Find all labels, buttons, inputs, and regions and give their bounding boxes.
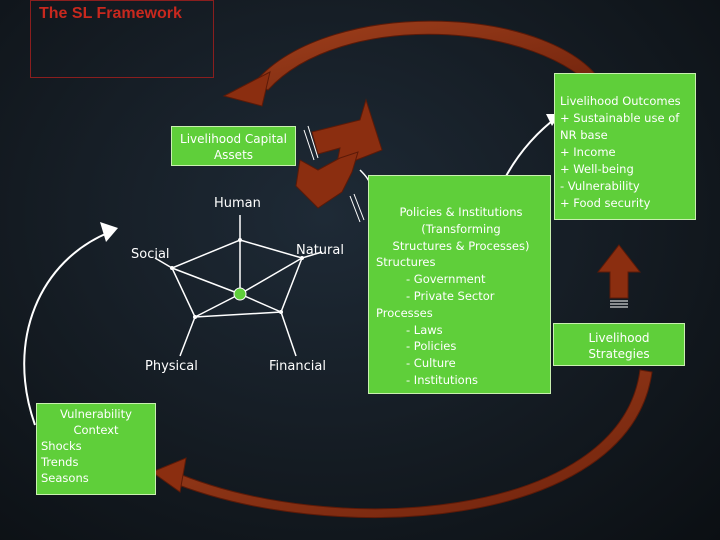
outcomes-line: + Food security [560,196,651,210]
policies-line: Processes [376,305,433,320]
page-title: The SL Framework [39,5,182,22]
policies-line: - Laws [406,322,443,337]
vulnerability-line: Shocks [41,439,82,453]
vulnerability-context-box: Vulnerability Context Shocks Trends Seas… [36,403,156,495]
asset-pentagon [154,215,323,357]
policies-line: Policies & Institutions [399,205,523,219]
policies-line: - Private Sector [406,288,495,303]
vulnerability-line: Trends [41,455,79,469]
policies-line: - Government [406,272,486,287]
policies-line: Structures [376,255,436,270]
title-box [30,0,214,78]
capital-assets-box: Livelihood Capital Assets [171,126,296,166]
livelihood-outcomes-box: Livelihood Outcomes + Sustainable use of… [554,73,696,220]
policies-line: (Transforming [421,221,501,236]
double-arrow-assets-policies [295,98,383,223]
policies-institutions-box: Policies & Institutions (Transforming St… [368,175,551,394]
policies-line: - Policies [406,339,457,354]
policies-line: - Culture [406,356,456,371]
vulnerability-line: Vulnerability [60,407,132,421]
outcomes-line: + Sustainable use of [560,111,680,125]
livelihood-strategies-box: Livelihood Strategies [553,323,685,366]
physical-label: Physical [145,359,198,374]
natural-label: Natural [296,243,344,258]
outcomes-line: + Income [560,145,616,159]
strategies-line: Strategies [588,347,650,361]
up-arrow-strategies-to-outcomes [596,244,642,308]
social-label: Social [131,247,170,262]
outcomes-line: NR base [560,128,608,142]
outcomes-line: + Well-being [560,162,634,176]
assets-box-line: Livelihood Capital [180,132,287,146]
arrow-policies-to-outcomes [504,114,560,179]
curved-arrow-outcomes-to-assets [222,20,606,107]
outcomes-line: Livelihood Outcomes [560,94,681,108]
policies-line: - Institutions [406,372,478,387]
policies-line: Structures & Processes) [392,238,530,253]
curved-arrow-vulnerability-to-assets [23,222,118,426]
vulnerability-line: Context [73,423,119,437]
outcomes-line: - Vulnerability [560,179,640,193]
assets-box-line: Assets [213,148,254,162]
strategies-line: Livelihood [588,331,650,345]
vulnerability-line: Seasons [41,471,89,485]
curved-arrow-strategies-to-vulnerability [150,369,653,518]
human-label: Human [214,196,261,211]
financial-label: Financial [269,359,326,374]
